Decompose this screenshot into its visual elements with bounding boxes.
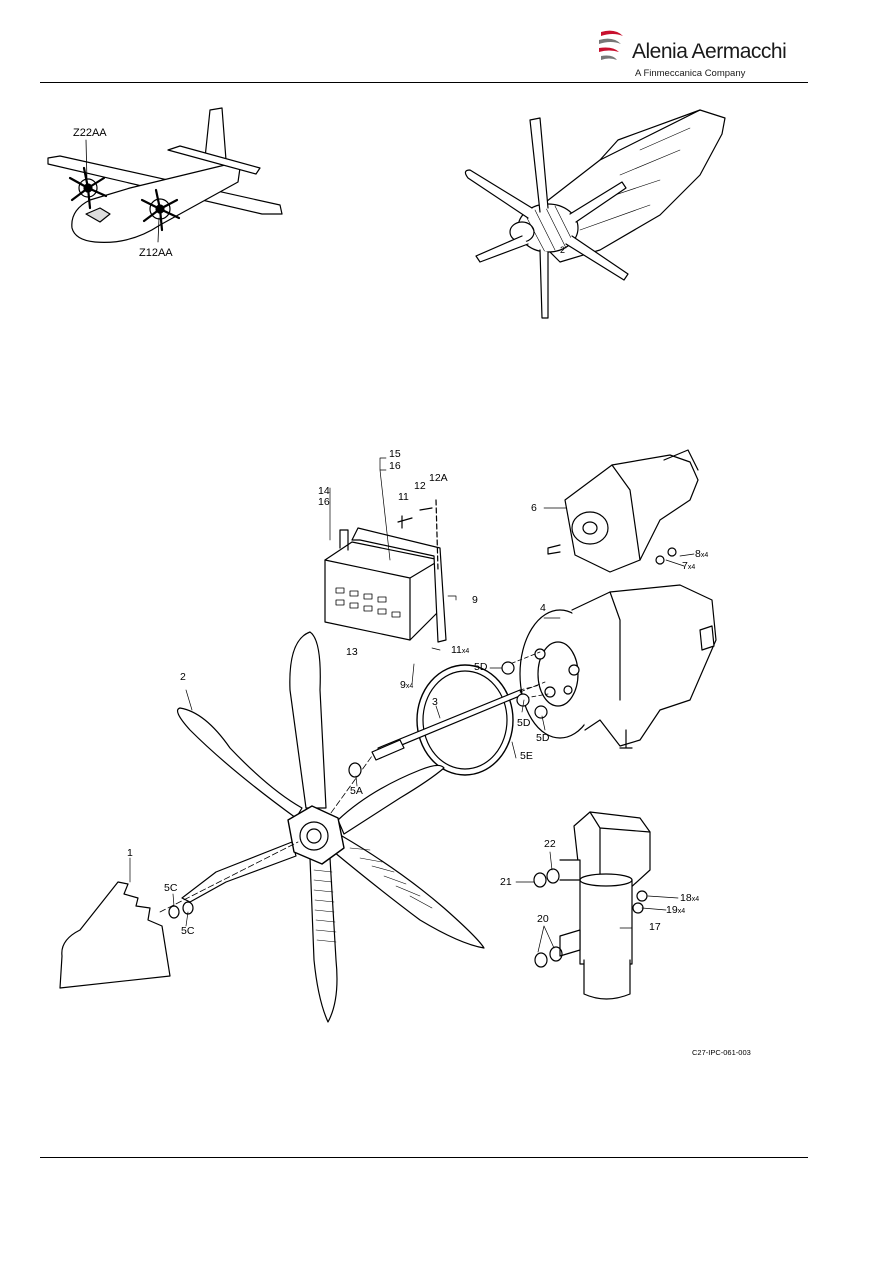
callout-12: 12 bbox=[414, 480, 426, 492]
callout-15: 15 bbox=[389, 448, 401, 460]
callout-7: 7x4 bbox=[682, 560, 696, 572]
nacelle-locator-drawing bbox=[464, 109, 726, 319]
pcu-6-drawing bbox=[547, 449, 699, 573]
zone-label-left: Z22AA bbox=[73, 127, 107, 139]
callout-13: 13 bbox=[346, 646, 358, 658]
footer-rule bbox=[40, 1157, 808, 1158]
callout-5d-b: 5D bbox=[517, 717, 531, 729]
callout-20: 20 bbox=[537, 913, 549, 925]
callout-22: 22 bbox=[544, 838, 556, 850]
callout-8: 8x4 bbox=[695, 548, 709, 560]
callout-16: 16 bbox=[389, 460, 401, 472]
callout-1: 1 bbox=[127, 847, 133, 859]
callout-5d-a: 5D bbox=[474, 661, 488, 673]
callout-5d-c: 5D bbox=[536, 732, 550, 744]
callout-21: 21 bbox=[500, 876, 512, 888]
seal-ring-5e-drawing bbox=[416, 664, 514, 776]
callout-5c-b: 5C bbox=[181, 925, 195, 937]
callout-11-x4: 11x4 bbox=[451, 644, 470, 656]
callout-5c-a: 5C bbox=[164, 882, 178, 894]
callout-6: 6 bbox=[531, 502, 537, 514]
callout-11: 11 bbox=[398, 491, 409, 503]
leader-lines bbox=[129, 457, 695, 953]
figure-code: C27-IPC-061-003 bbox=[692, 1048, 751, 1057]
actuator-17-drawing bbox=[533, 811, 651, 1000]
aircraft-locator-drawing bbox=[47, 107, 283, 243]
propeller-2-drawing bbox=[59, 631, 485, 1023]
module-13-drawing bbox=[324, 499, 447, 643]
callout-9: 9 bbox=[472, 594, 478, 606]
callout-engine: 2 bbox=[560, 245, 566, 255]
zone-label-right: Z12AA bbox=[139, 247, 173, 259]
company-logo: Alenia Aermacchi A Finmeccanica Company bbox=[597, 26, 797, 82]
callout-17: 17 bbox=[649, 921, 661, 933]
callout-12a: 12A bbox=[429, 472, 448, 484]
callout-16b: 16 bbox=[318, 496, 330, 508]
callout-18: 18x4 bbox=[680, 892, 700, 904]
aermacchi-swoosh-icon bbox=[599, 30, 623, 60]
callout-5e: 5E bbox=[520, 750, 533, 762]
callout-4: 4 bbox=[540, 602, 546, 614]
callout-19: 19x4 bbox=[666, 904, 686, 916]
unit-4-drawing bbox=[519, 584, 717, 749]
callout-5a: 5A bbox=[350, 785, 363, 797]
callout-3: 3 bbox=[432, 696, 438, 708]
brand-tagline: A Finmeccanica Company bbox=[635, 68, 746, 79]
callout-14: 14 bbox=[318, 485, 330, 497]
callout-9-x4: 9x4 bbox=[400, 679, 414, 691]
header-rule bbox=[40, 82, 808, 83]
brand-name: Alenia Aermacchi bbox=[632, 40, 787, 63]
callout-2: 2 bbox=[180, 671, 186, 683]
